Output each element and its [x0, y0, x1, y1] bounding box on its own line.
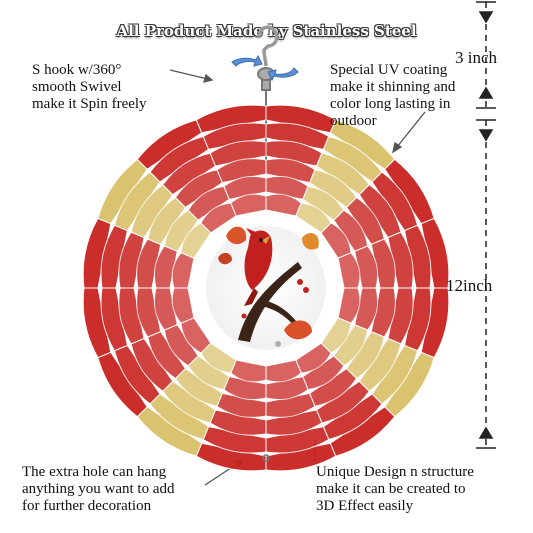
- design-note: Unique Design n structure make it can be…: [316, 464, 474, 515]
- cardinal-bird-art: [206, 226, 326, 350]
- spinner-segment: [230, 193, 267, 217]
- coating-note-line: outdoor: [330, 113, 377, 129]
- swivel-rotation-icon: [231, 54, 299, 82]
- hole-note-line: for further decoration: [22, 498, 152, 514]
- top-length-label: 3 inch: [455, 48, 498, 67]
- spinner-segment: [216, 158, 267, 184]
- spinner-segment: [209, 140, 267, 167]
- hole-note-line: The extra hole can hang: [22, 464, 167, 480]
- coating-note: Special UV coating make it shinning and …: [330, 62, 455, 130]
- hole-note-line: anything you want to add: [22, 481, 175, 497]
- design-note-line: 3D Effect easily: [316, 498, 414, 514]
- hook-note: S hook w/360° smooth Swivel make it Spin…: [32, 62, 147, 113]
- hook-note-line: make it Spin freely: [32, 96, 147, 112]
- body-length-label: 12inch: [446, 276, 493, 295]
- spinner-segment: [195, 104, 267, 134]
- spinner-segment: [202, 122, 267, 150]
- hole-note: The extra hole can hang anything you wan…: [22, 464, 174, 515]
- wind-spinner: [82, 104, 450, 472]
- design-note-line: Unique Design n structure: [316, 464, 474, 480]
- extra-hole: [262, 454, 270, 462]
- product-title: All Product Made by Stainless Steel: [116, 22, 417, 40]
- hook-note-line: S hook w/360°: [32, 62, 122, 78]
- dimension-lines: [476, 1, 496, 449]
- spinner-segment: [223, 175, 267, 200]
- coating-note-line: color long lasting in: [330, 96, 451, 112]
- hook-note-line: smooth Swivel: [32, 79, 122, 95]
- design-note-line: make it can be created to: [316, 481, 466, 497]
- s-hook-icon: [257, 25, 279, 67]
- coating-note-line: Special UV coating: [330, 62, 448, 78]
- coating-note-line: make it shinning and: [330, 79, 456, 95]
